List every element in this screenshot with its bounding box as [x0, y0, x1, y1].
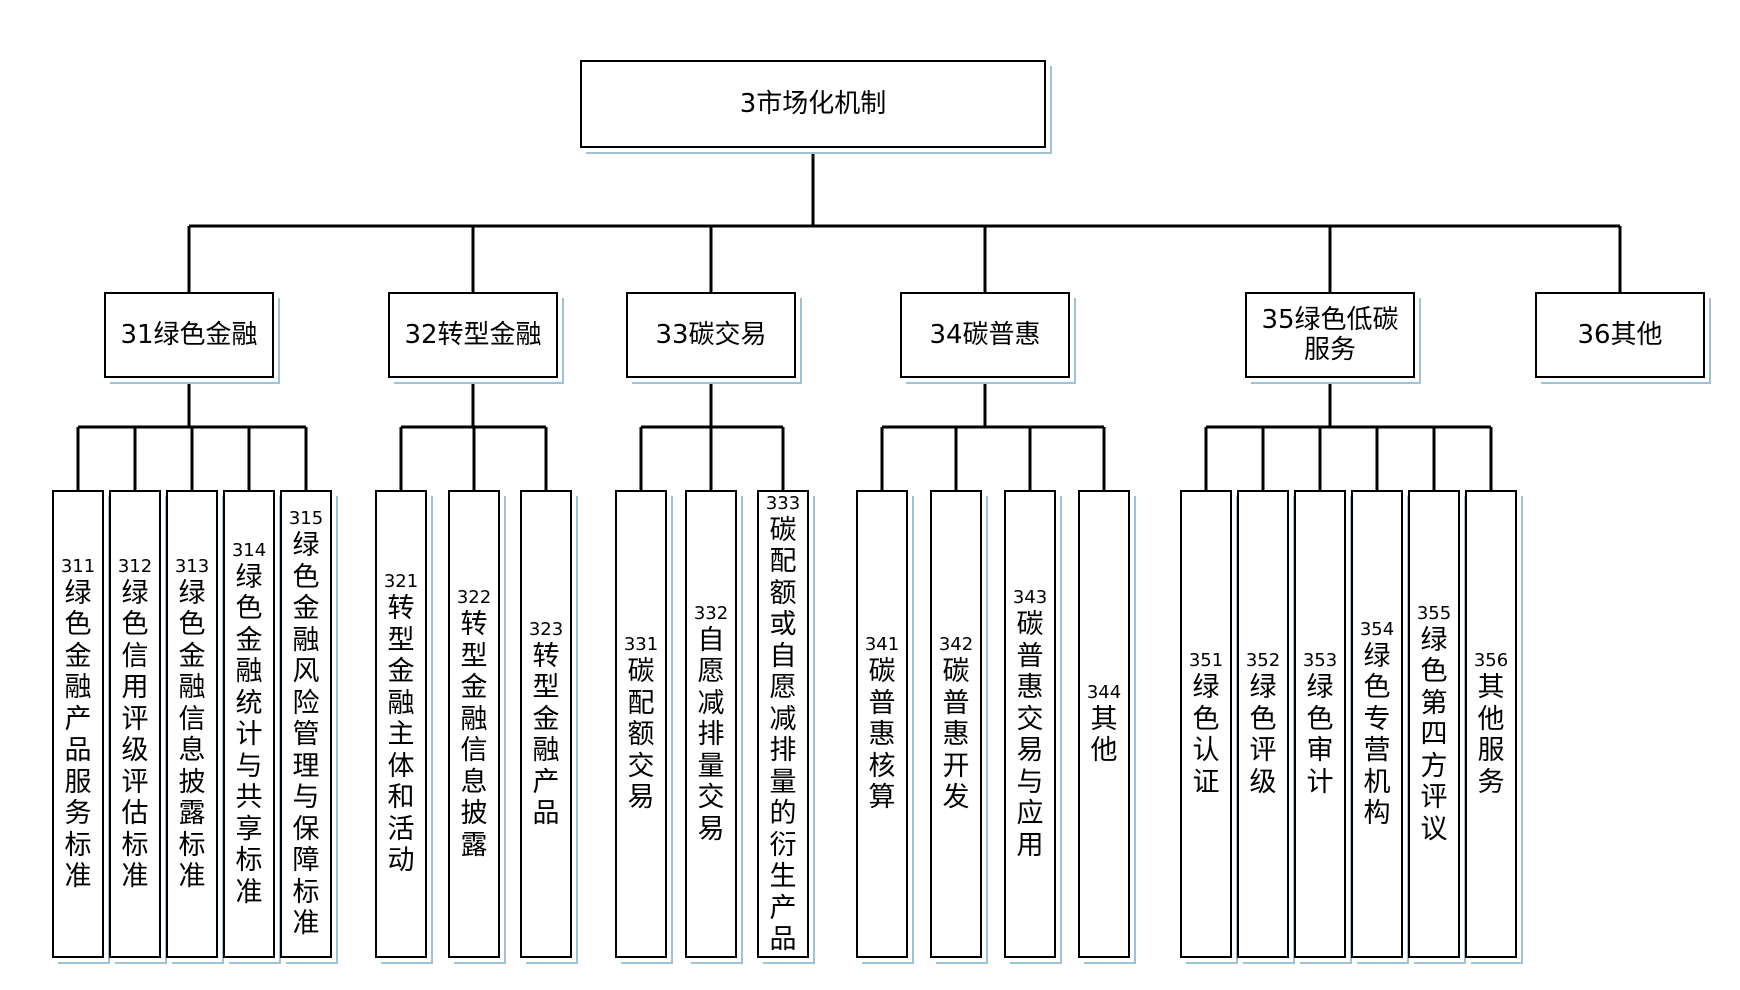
subcategory-code: 342	[938, 634, 974, 656]
subcategory-code: 332	[693, 602, 729, 624]
subcategory-code: 321	[383, 571, 419, 593]
subcategory-label: 碳普惠开发	[942, 656, 970, 814]
subcategory-label: 绿色第四方评议	[1420, 624, 1448, 845]
subcategory-code: 314	[231, 539, 267, 561]
subcategory-code: 354	[1359, 618, 1395, 640]
subcategory-code: 323	[528, 618, 564, 640]
subcategory-label: 绿色评级	[1249, 672, 1277, 798]
subcategory-label: 转型金融信息披露	[460, 609, 488, 861]
subcategory-code: 341	[864, 634, 900, 656]
subcategory-label: 转型金融产品	[532, 640, 560, 830]
subcategory-label: 碳配额交易	[627, 656, 655, 814]
category-node-34: 34碳普惠	[900, 292, 1070, 378]
category-node-32: 32转型金融	[388, 292, 558, 378]
subcategory-code: 353	[1302, 650, 1338, 671]
subcategory-label: 绿色金融产品服务标准	[64, 577, 92, 893]
subcategory-label: 自愿减排量交易	[697, 624, 725, 845]
subcategory-code: 333	[765, 492, 801, 514]
subcategory-code: 313	[174, 555, 210, 577]
subcategory-code: 322	[456, 587, 492, 608]
subcategory-label: 碳配额或自愿减排量的衍生产品	[769, 514, 797, 956]
subcategory-code: 343	[1012, 587, 1048, 608]
subcategory-label: 碳普惠交易与应用	[1016, 609, 1044, 861]
category-node-35: 35绿色低碳服务	[1245, 292, 1415, 378]
subcategory-label: 碳普惠核算	[868, 656, 896, 814]
subcategory-code: 331	[623, 634, 659, 656]
subcategory-label: 其他服务	[1477, 672, 1505, 798]
category-node-33: 33碳交易	[626, 292, 796, 378]
subcategory-label: 其他	[1090, 703, 1118, 767]
subcategory-code: 351	[1188, 650, 1224, 671]
subcategory-code: 312	[117, 555, 153, 577]
subcategory-code: 356	[1473, 650, 1509, 671]
root-node: 3市场化机制	[580, 60, 1046, 148]
subcategory-label: 绿色金融统计与共享标准	[235, 561, 263, 908]
subcategory-code: 315	[288, 508, 324, 530]
subcategory-code: 344	[1086, 681, 1122, 703]
subcategory-code: 355	[1416, 602, 1452, 624]
subcategory-label: 绿色金融信息披露标准	[178, 577, 206, 893]
subcategory-code: 311	[60, 555, 96, 577]
subcategory-code: 352	[1245, 650, 1281, 671]
subcategory-label: 绿色金融风险管理与保障标准	[292, 530, 320, 940]
subcategory-label: 绿色信用评级评估标准	[121, 577, 149, 893]
subcategory-label: 绿色专营机构	[1363, 640, 1391, 830]
category-node-36: 36其他	[1535, 292, 1705, 378]
subcategory-label: 绿色审计	[1306, 672, 1334, 798]
category-node-31: 31绿色金融	[104, 292, 274, 378]
subcategory-label: 转型金融主体和活动	[387, 593, 415, 877]
subcategory-label: 绿色认证	[1192, 672, 1220, 798]
